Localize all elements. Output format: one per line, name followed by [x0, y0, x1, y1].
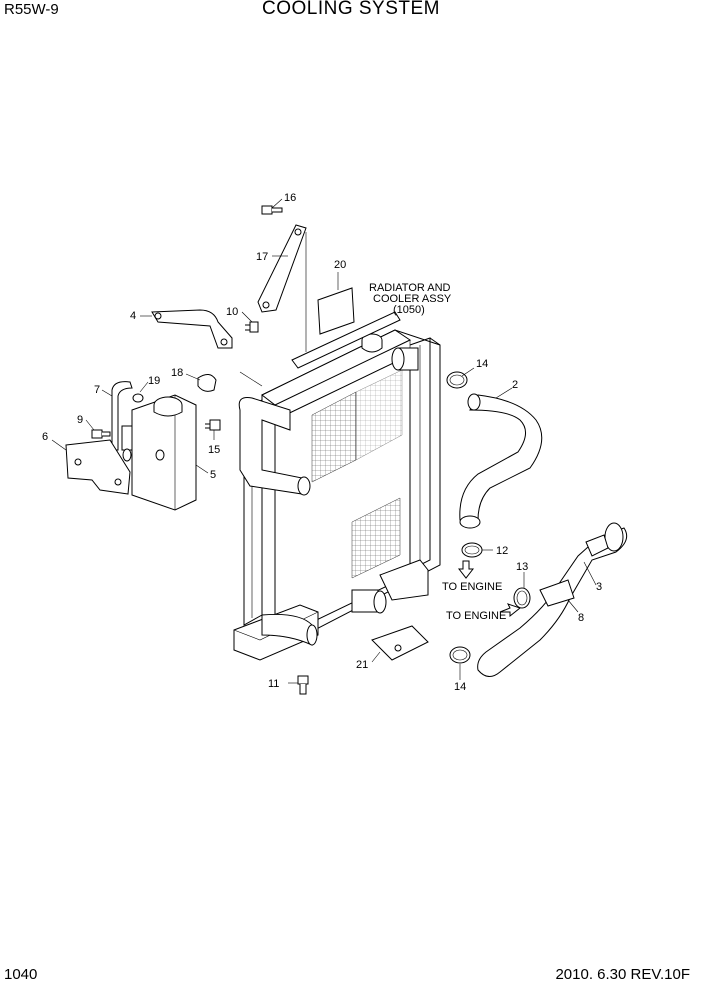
model-number: R55W-9: [4, 1, 59, 18]
callout-13: 13: [516, 561, 528, 573]
radiator-assembly: [233, 311, 441, 661]
page-title: COOLING SYSTEM: [261, 0, 441, 19]
bracket-21: [371, 625, 429, 661]
bolt-11: [297, 675, 309, 695]
clamp-13: [513, 587, 531, 609]
arrow-right-icon: [499, 603, 522, 618]
callout-11: 11: [268, 678, 279, 690]
bolt-10: [245, 321, 259, 333]
bracket-8: [539, 579, 575, 607]
cap-19: [132, 393, 144, 403]
bolt-15: [205, 419, 221, 431]
arrow-down-icon: [457, 560, 475, 579]
callout-16: 16: [284, 192, 296, 204]
callout-10: 10: [226, 306, 238, 318]
callout-3: 3: [596, 581, 602, 593]
bolt-16: [261, 205, 283, 215]
callout-19: 19: [148, 375, 160, 387]
clip-18: [197, 374, 217, 392]
callout-6: 6: [42, 431, 48, 443]
callout-18: 18: [171, 367, 183, 379]
pad-20: [317, 287, 355, 335]
callout-17: 17: [256, 251, 268, 263]
to-engine-label-2: TO ENGINE: [446, 610, 506, 622]
radiator-label-line1: RADIATOR AND: [369, 282, 451, 294]
radiator-label-line3: (1050): [393, 304, 425, 316]
bracket-6: [65, 439, 131, 495]
leader-lines: [51, 198, 597, 684]
clamp-14-lower: [449, 646, 471, 664]
callout-20: 20: [334, 259, 346, 271]
to-engine-label-1: TO ENGINE: [442, 581, 502, 593]
callout-2: 2: [512, 379, 518, 391]
bolt-9: [91, 429, 111, 439]
callout-12: 12: [496, 545, 508, 557]
hose-2: [459, 393, 543, 529]
callout-5: 5: [210, 469, 216, 481]
callout-14-lower: 14: [454, 681, 466, 693]
stay-17: [257, 224, 307, 352]
callout-9: 9: [77, 414, 83, 426]
callout-7: 7: [94, 384, 100, 396]
radiator-label-line2: COOLER ASSY: [373, 293, 452, 305]
reserve-tank-5: [122, 394, 197, 511]
callout-8: 8: [578, 612, 584, 624]
page-number: 1040: [4, 966, 38, 983]
revision-date: 2010. 6.30 REV.10F: [555, 966, 690, 983]
callout-4: 4: [130, 310, 136, 322]
callout-21: 21: [356, 659, 368, 671]
callout-14-upper: 14: [476, 358, 488, 370]
callout-15: 15: [208, 444, 220, 456]
hose-7: [111, 381, 133, 451]
bracket-4: [151, 309, 233, 349]
clamp-12: [461, 542, 483, 558]
